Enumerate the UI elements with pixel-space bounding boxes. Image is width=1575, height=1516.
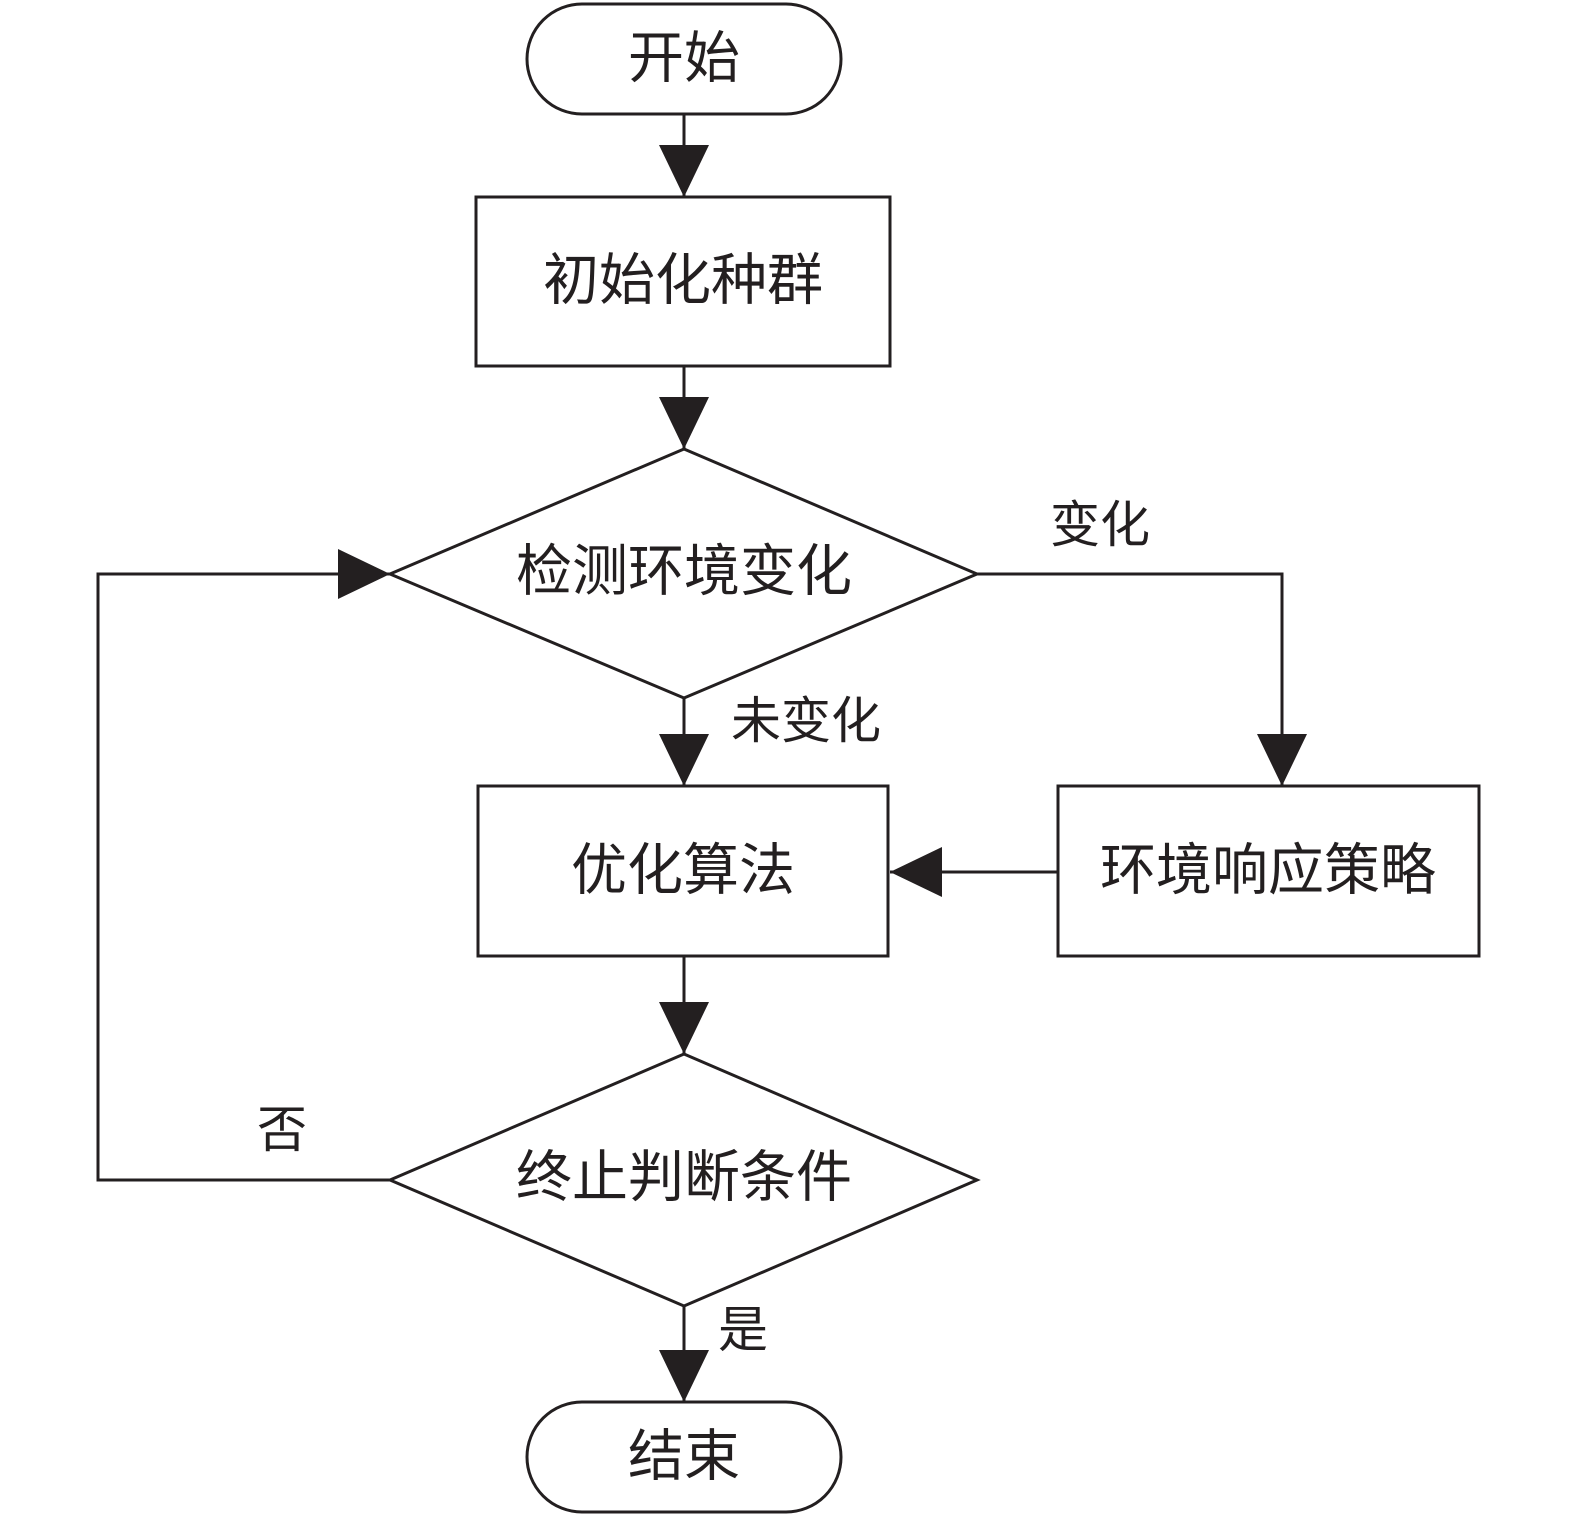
arrowhead-respond — [1257, 734, 1307, 786]
arrowhead-terminate — [659, 1002, 709, 1054]
edge-label-unchanged: 未变化 — [731, 692, 881, 750]
optimize-algorithm-box — [476, 784, 890, 958]
edge-label-no: 否 — [257, 1101, 307, 1159]
edge-label-changed: 变化 — [1050, 496, 1150, 554]
end-terminal — [525, 1400, 843, 1514]
arrowhead-init — [659, 145, 709, 197]
arrowhead-optimize-right — [890, 847, 942, 897]
arrowhead-detect-left — [338, 549, 390, 599]
edge-terminate-detect-loop — [96, 572, 390, 1182]
start-terminal — [525, 2, 843, 116]
end-label: 结束 — [628, 1425, 740, 1490]
init-population-box — [474, 195, 892, 368]
init-population-label: 初始化种群 — [543, 249, 823, 314]
optimize-algorithm-label: 优化算法 — [571, 839, 795, 904]
termination-decision — [386, 1052, 981, 1308]
arrowhead-optimize-top — [659, 734, 709, 786]
detect-change-label: 检测环境变化 — [516, 540, 852, 605]
edge-label-yes: 是 — [718, 1301, 768, 1359]
environment-response-label: 环境响应策略 — [1100, 839, 1436, 904]
arrowhead-end — [659, 1350, 709, 1402]
detect-change-decision — [386, 447, 981, 700]
arrowhead-detect — [659, 397, 709, 449]
edge-detect-respond — [977, 572, 1284, 786]
termination-label: 终止判断条件 — [516, 1146, 852, 1211]
environment-response-box — [1056, 784, 1481, 958]
start-label: 开始 — [628, 27, 740, 92]
